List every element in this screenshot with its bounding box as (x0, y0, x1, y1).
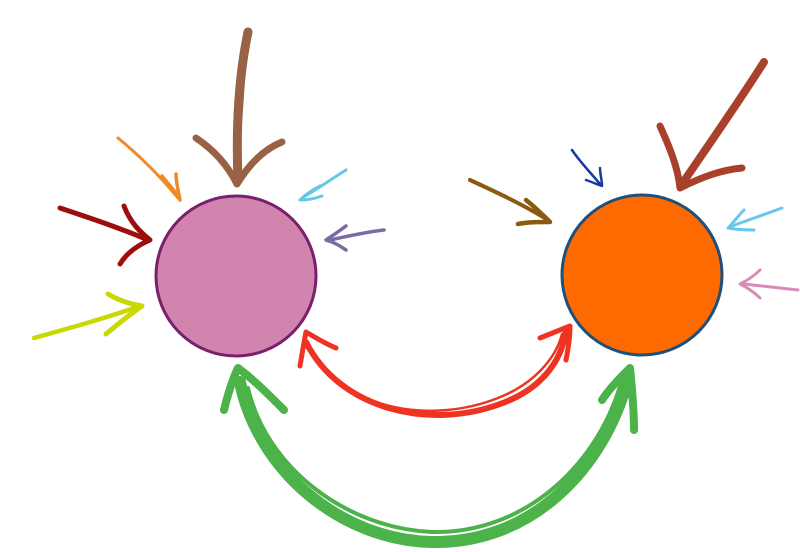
incoming-arrow-right-5 (738, 268, 800, 300)
incoming-arrow-left-4 (31, 291, 145, 341)
green-link-arrow (220, 364, 638, 549)
red-link-arrow (297, 323, 573, 418)
left-node-incoming-arrows (31, 27, 386, 341)
incoming-arrow-left-2 (116, 136, 182, 202)
incoming-arrow-left-6 (324, 224, 386, 252)
incoming-arrow-right-3 (570, 148, 604, 188)
incoming-arrow-left-1 (192, 27, 286, 188)
incoming-arrow-left-5 (298, 168, 348, 202)
incoming-arrow-left-3 (57, 203, 153, 267)
right-node (560, 193, 724, 357)
incoming-arrow-right-4 (726, 206, 784, 232)
incoming-arrow-right-1 (656, 58, 768, 192)
incoming-arrow-right-2 (468, 178, 553, 227)
left-node (154, 194, 318, 358)
right-node-incoming-arrows (468, 58, 800, 300)
